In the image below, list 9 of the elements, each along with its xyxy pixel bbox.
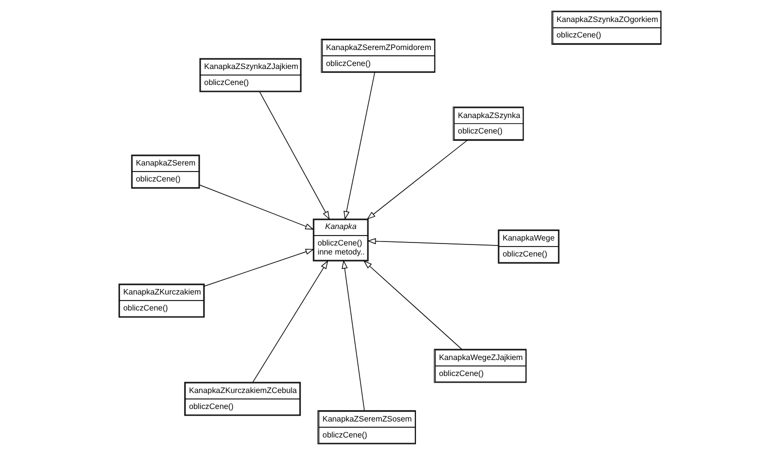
arrow — [343, 72, 375, 220]
arrow — [341, 260, 364, 411]
arrow — [198, 184, 314, 230]
arrow — [366, 238, 498, 246]
arrow — [204, 248, 314, 286]
arrow — [362, 260, 462, 350]
arrow — [366, 140, 468, 220]
arrow — [252, 260, 328, 383]
arrow — [258, 92, 330, 220]
